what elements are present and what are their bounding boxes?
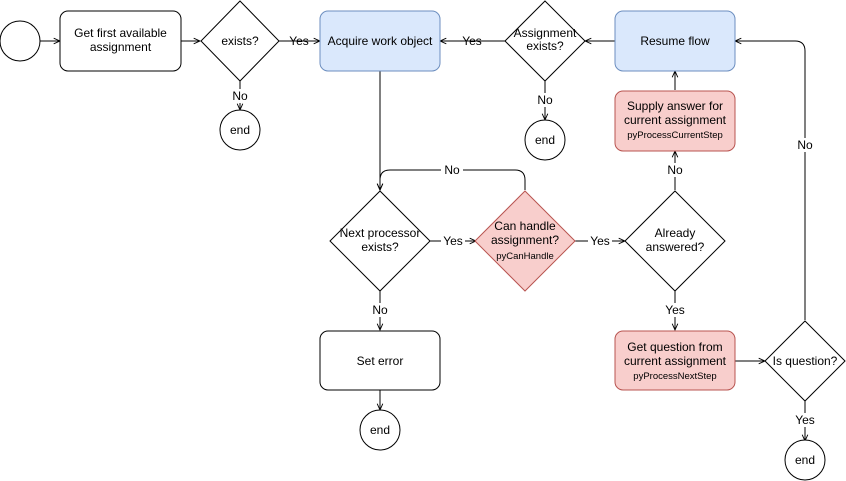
is-question-label: Is question?	[773, 354, 838, 368]
start-node	[0, 20, 41, 62]
label-question-no: No	[797, 138, 813, 152]
end-node-1	[219, 109, 261, 151]
edge-labels: Yes No Yes No No Yes No Yes No Yes No Ye…	[230, 34, 817, 427]
label-answered-no: No	[667, 163, 683, 177]
end-label-1: end	[230, 123, 250, 137]
label-question-yes: Yes	[795, 413, 815, 427]
can-handle-decision	[474, 190, 576, 292]
exists-label: exists?	[221, 34, 259, 48]
label-can-handle-no: No	[444, 163, 460, 177]
next-processor-decision	[329, 190, 431, 292]
is-question-decision	[764, 320, 846, 402]
can-handle-method: pyCanHandle	[496, 251, 554, 262]
resume-flow-node	[614, 10, 736, 72]
label-assignment-yes: Yes	[462, 34, 482, 48]
set-error-label: Set error	[357, 354, 404, 368]
label-next-no: No	[372, 303, 388, 317]
end-label-3: end	[370, 423, 390, 437]
end-node-3	[359, 409, 401, 451]
label-next-yes: Yes	[443, 234, 463, 248]
supply-answer-node	[614, 90, 736, 152]
edge-question-no	[735, 41, 806, 320]
label-exists-no: No	[232, 89, 248, 103]
get-first-assignment-node	[59, 10, 182, 72]
resume-flow-label: Resume flow	[640, 34, 710, 48]
acquire-work-object-label: Acquire work object	[328, 34, 433, 48]
supply-answer-method: pyProcessCurrentStep	[627, 130, 723, 141]
label-answered-yes: Yes	[665, 303, 685, 317]
end-node-2	[524, 119, 566, 161]
set-error-node	[319, 330, 441, 391]
exists-decision	[200, 0, 280, 82]
end-label-4: end	[795, 453, 815, 467]
already-answered-decision	[624, 190, 726, 292]
label-exists-yes: Yes	[289, 34, 309, 48]
label-can-handle-yes: Yes	[590, 234, 610, 248]
end-node-4	[784, 439, 826, 481]
acquire-work-object-node	[319, 10, 441, 72]
get-question-node	[614, 330, 736, 391]
label-assignment-no: No	[537, 93, 553, 107]
assignment-exists-decision	[504, 0, 586, 82]
get-question-method: pyProcessNextStep	[633, 371, 716, 382]
end-label-2: end	[535, 133, 555, 147]
